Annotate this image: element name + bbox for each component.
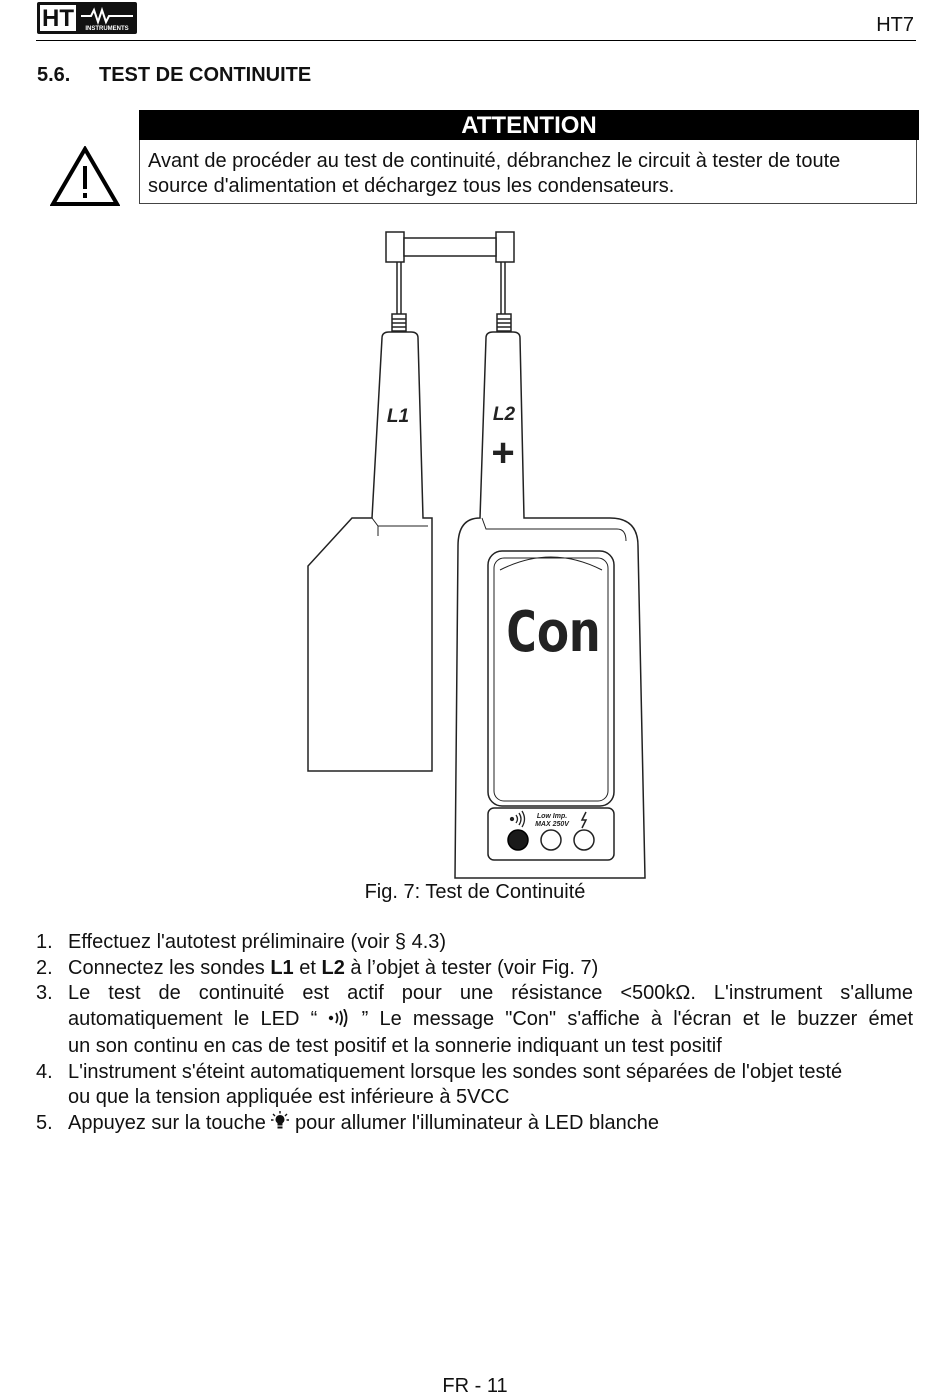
probe-plus-label: + (491, 431, 514, 475)
logo-text: HT (42, 5, 74, 32)
step-number: 3. (36, 982, 53, 1004)
list-item: 5. Appuyez sur la touche pour allumer l'… (36, 1110, 913, 1139)
continuity-test-figure: Con L1 L2 + Low Imp. MAX 250V (300, 226, 650, 881)
step-text-part: pour allumer l'illuminateur à LED blanch… (289, 1111, 660, 1134)
step-text-part: Appuyez sur la touche (68, 1111, 272, 1134)
step-text: Le test de continuité est actif pour une… (68, 981, 913, 1060)
probe-l1-body (307, 331, 433, 772)
buzzer-led-icon (328, 1008, 350, 1035)
buzzer-icon (509, 810, 526, 828)
test-object-icon (385, 231, 515, 263)
lightning-icon (580, 811, 588, 829)
section-number: 5.6. (37, 64, 71, 86)
step-line: Le test de continuité est actif pour une… (68, 982, 913, 1004)
probe-l2-label: L2 (493, 404, 516, 425)
attention-text: Avant de procéder au test de continuité,… (139, 140, 917, 204)
step-number: 1. (36, 931, 53, 953)
step-text: L'instrument s'éteint automatiquement lo… (68, 1060, 913, 1111)
header-rule (36, 40, 916, 41)
step-text: Connectez les sondes L1 et L2 à l’objet … (68, 956, 913, 982)
steps-list: 1. Effectuez l'autotest préliminaire (vo… (36, 930, 913, 1138)
probe-ref-l1: L1 (270, 956, 294, 979)
model-name: HT7 (876, 14, 914, 36)
step-number: 5. (36, 1111, 53, 1134)
step-text-part: automatiquement le LED “ (68, 1007, 329, 1030)
step-text: Effectuez l'autotest préliminaire (voir … (68, 931, 447, 953)
figure-caption: Fig. 7: Test de Continuité (364, 881, 586, 903)
lcd-display-text: Con (504, 600, 599, 665)
step-line: un son continu en cas de test positif et… (68, 1035, 722, 1057)
attention-title: ATTENTION (139, 110, 919, 140)
step-line: L'instrument s'éteint automatiquement lo… (68, 1060, 843, 1083)
step-text-part: à l’objet à tester (voir Fig. 7) (344, 956, 599, 979)
probe-ref-l2: L2 (321, 956, 345, 979)
logo-subtext: INSTRUMENTS (85, 26, 128, 32)
step-number: 4. (36, 1060, 53, 1083)
section-heading: TEST DE CONTINUITE (99, 64, 312, 86)
attention-line-1: Avant de procéder au test de continuité,… (148, 150, 841, 172)
list-item: 1. Effectuez l'autotest préliminaire (vo… (36, 930, 913, 956)
voltage-led-icon (573, 829, 595, 851)
step-line: ou que la tension appliquée est inférieu… (68, 1086, 510, 1108)
list-item: 3. Le test de continuité est actif pour … (36, 981, 913, 1060)
panel-label-max-voltage: MAX 250V (535, 821, 570, 828)
list-item: 2. Connectez les sondes L1 et L2 à l’obj… (36, 956, 913, 982)
step-text-part: Connectez les sondes (68, 956, 271, 979)
step-text: Appuyez sur la touche pour allumer l'ill… (68, 1110, 913, 1139)
attention-line-2: source d'alimentation et déchargez tous … (148, 175, 675, 197)
step-text-part: ” Le message "Con" s'affiche à l'écran e… (350, 1007, 913, 1030)
step-number: 2. (36, 956, 53, 979)
ht-logo: HT INSTRUMENTS (37, 2, 137, 34)
continuity-led-icon (507, 829, 529, 851)
low-imp-led-icon (540, 829, 562, 851)
panel-label-low-imp: Low Imp. (537, 813, 567, 820)
step-line: automatiquement le LED “ ” Le message "C… (68, 1007, 913, 1035)
section-title: 5.6. TEST DE CONTINUITE (37, 64, 311, 87)
page-number: FR - 11 (442, 1375, 508, 1397)
step-text-part: et (293, 956, 322, 979)
light-bulb-icon (271, 1110, 290, 1139)
list-item: 4. L'instrument s'éteint automatiquement… (36, 1060, 913, 1111)
warning-triangle-icon (49, 145, 121, 208)
probe-l1-label: L1 (387, 406, 409, 427)
